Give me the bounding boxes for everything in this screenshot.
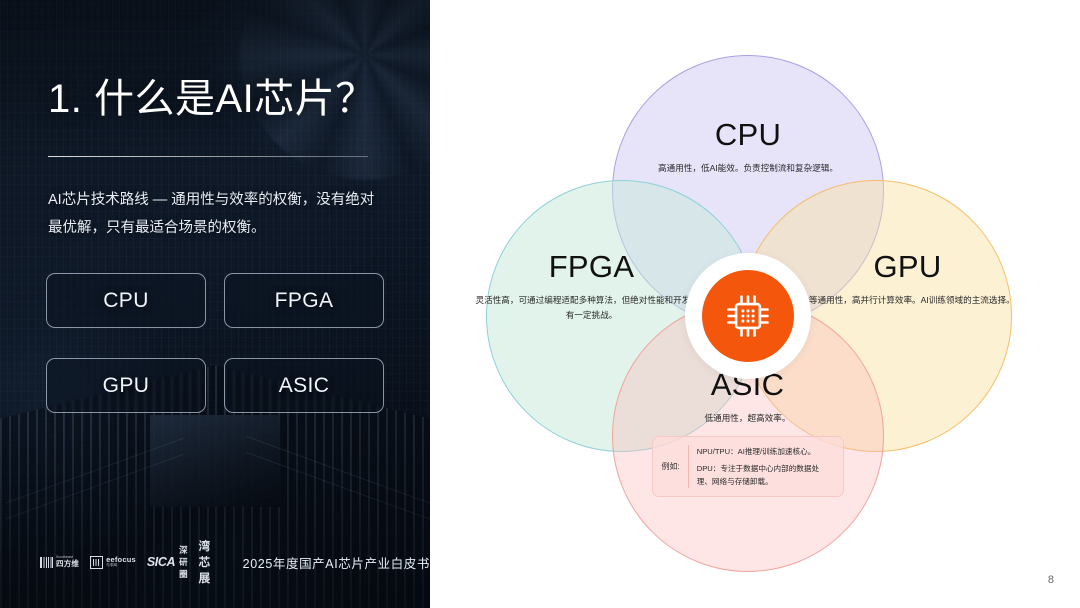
venn-desc-gpu: 中等通用性，高并行计算效率。AI训练领域的主流选择。 xyxy=(800,295,1015,306)
wanxinzhan-logo-text: 湾芯展 xyxy=(198,541,211,585)
asic-example-item: DPU：专注于数据中心内部的数据处理、网络与存储卸载。 xyxy=(696,464,820,487)
venn-desc-asic: 低通用性，超高效率。 xyxy=(704,413,791,424)
asic-example-divider xyxy=(687,445,689,489)
asic-example-label: 例如: xyxy=(661,462,680,472)
venn-title-fpga: FPGA xyxy=(548,249,635,284)
chip-type-grid: CPU FPGA GPU ASIC xyxy=(46,273,384,413)
sifangwei-logo-cn: 四方维 xyxy=(56,559,80,569)
venn-desc-cpu: 高通用性，低AI能效。负责控制流和复杂逻辑。 xyxy=(658,163,838,174)
chip-box-gpu[interactable]: GPU xyxy=(46,358,206,413)
logo-sifangwei: Southeast 四方维 xyxy=(40,555,80,569)
venn-title-gpu: GPU xyxy=(873,249,942,284)
chip-box-asic[interactable]: ASIC xyxy=(224,358,384,413)
venn-label-gpu: GPU 中等通用性，高并行计算效率。AI训练领域的主流选择。 xyxy=(790,249,1025,308)
sica-logo-text: SICA xyxy=(146,555,176,569)
sifangwei-mark-icon xyxy=(40,556,53,568)
title-divider xyxy=(48,156,368,157)
sifangwei-logo-en: Southeast xyxy=(56,555,74,560)
venn-title-cpu: CPU xyxy=(714,117,782,152)
cpu-chip-icon xyxy=(727,295,769,337)
footer-report-title: 2025年度国产AI芯片产业白皮书 xyxy=(242,556,430,571)
chip-box-fpga[interactable]: FPGA xyxy=(224,273,384,328)
footer-logo-bar: Southeast 四方维 eefocus 与非网 SICA 深研圈 湾芯展 2… xyxy=(40,538,430,586)
venn-center-hub[interactable] xyxy=(685,253,811,379)
logo-wanxinzhan: 湾芯展 xyxy=(199,538,216,586)
page-subtitle: AI芯片技术路线 — 通用性与效率的权衡，没有绝对最优解，只有最适合场景的权衡。 xyxy=(48,192,375,236)
eefocus-mark-icon xyxy=(90,555,104,569)
left-panel-content: 1. 什么是AI芯片？ AI芯片技术路线 — 通用性与效率的权衡，没有绝对最优解… xyxy=(0,0,430,608)
venn-label-fpga: FPGA 灵活性高，可通过编程适配多种算法，但绝对性能和开发门槛有一定挑战。 xyxy=(474,249,709,323)
venn-desc-fpga: 灵活性高，可通过编程适配多种算法，但绝对性能和开发门槛有一定挑战。 xyxy=(475,295,708,321)
eefocus-logo-cn: 与非网 xyxy=(106,562,118,567)
logo-sica: SICA 深研圈 xyxy=(147,544,188,580)
page-number: 8 xyxy=(1047,574,1054,586)
venn-diagram: CPU 高通用性，低AI能效。负责控制流和复杂逻辑。 FPGA 灵活性高，可通过… xyxy=(430,0,1080,608)
chip-box-cpu[interactable]: CPU xyxy=(46,273,206,328)
left-hero-panel: 1. 什么是AI芯片？ AI芯片技术路线 — 通用性与效率的权衡，没有绝对最优解… xyxy=(0,0,430,608)
eefocus-logo-en: eefocus xyxy=(106,555,136,565)
venn-label-asic: ASIC 低通用性，超高效率。 例如: NPU/TPU：AI推理/训练加速核心。… xyxy=(620,367,875,498)
sica-logo-cn: 深研圈 xyxy=(179,545,188,579)
right-diagram-panel: CPU 高通用性，低AI能效。负责控制流和复杂逻辑。 FPGA 灵活性高，可通过… xyxy=(430,0,1080,608)
asic-example-item: NPU/TPU：AI推理/训练加速核心。 xyxy=(696,447,816,457)
asic-example-box: 例如: NPU/TPU：AI推理/训练加速核心。 DPU：专注于数据中心内部的数… xyxy=(651,436,844,498)
logo-eefocus: eefocus 与非网 xyxy=(90,555,136,569)
asic-example-items: NPU/TPU：AI推理/训练加速核心。 DPU：专注于数据中心内部的数据处理、… xyxy=(697,445,834,488)
venn-label-cpu: CPU 高通用性，低AI能效。负责控制流和复杂逻辑。 xyxy=(628,117,868,176)
page-title: 1. 什么是AI芯片？ xyxy=(48,77,376,121)
venn-center-disc xyxy=(702,270,794,362)
